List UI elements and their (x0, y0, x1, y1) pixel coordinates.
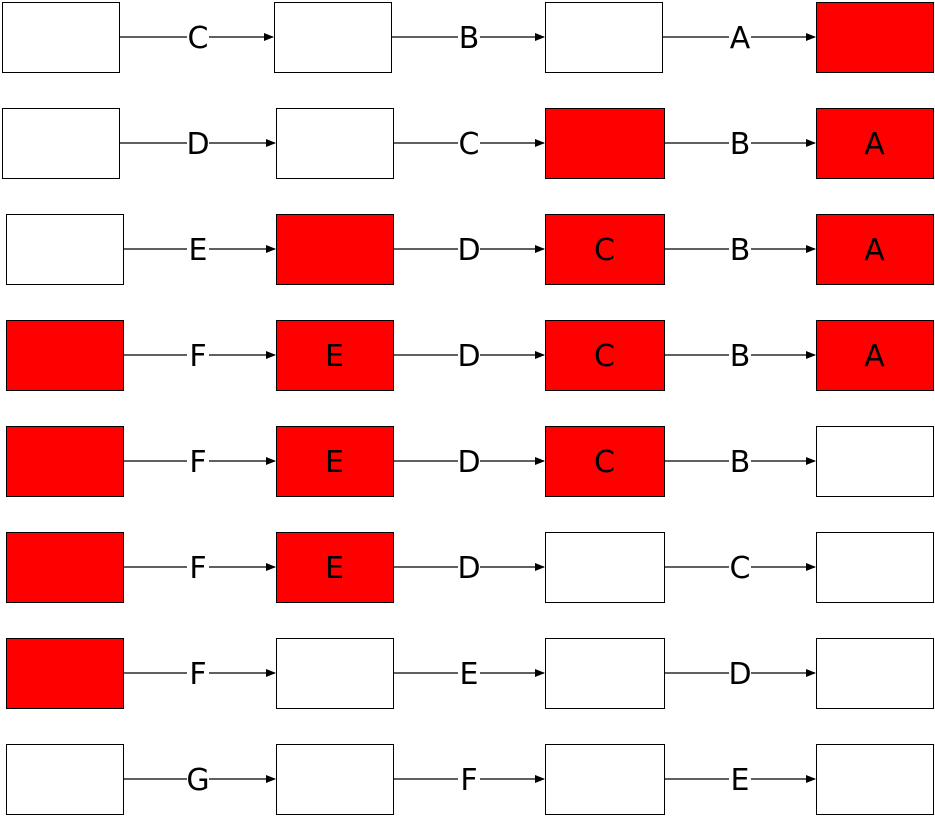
box-label: E (325, 551, 344, 586)
register-box-empty (545, 638, 665, 709)
register-box-empty (276, 638, 394, 709)
edge-label: B (730, 339, 751, 374)
register-box-empty (276, 744, 394, 815)
register-box-empty (2, 108, 120, 179)
edge-label-background (729, 447, 751, 475)
edge-label: F (189, 445, 206, 480)
edge-label-background (187, 129, 209, 157)
register-box-empty (545, 532, 665, 603)
edge-label: F (189, 657, 206, 692)
edge-label-background (458, 129, 480, 157)
box-label: C (594, 445, 615, 480)
edge-label: E (189, 233, 208, 268)
register-box-empty (2, 2, 120, 73)
edge-label: D (186, 127, 209, 162)
edge-label-background (729, 23, 751, 51)
edge-label-background (187, 659, 209, 687)
edge-label: D (457, 339, 480, 374)
register-box-filled (545, 108, 665, 179)
register-box-filled (276, 320, 394, 391)
edge-label-background (729, 553, 751, 581)
edge-label-background (729, 765, 751, 793)
register-box-empty (816, 744, 934, 815)
edge-label: D (457, 233, 480, 268)
edge-label: F (189, 339, 206, 374)
register-box-filled (816, 108, 934, 179)
edge-label: G (186, 763, 209, 798)
register-box-empty (545, 2, 663, 73)
box-label: E (325, 445, 344, 480)
edge-label: A (730, 21, 751, 56)
register-box-empty (274, 2, 392, 73)
register-box-filled (545, 320, 665, 391)
edge-label-background (187, 447, 209, 475)
register-box-filled (816, 320, 934, 391)
register-box-empty (816, 638, 934, 709)
edge-label-background (729, 341, 751, 369)
edge-label: D (457, 551, 480, 586)
register-box-filled (6, 320, 124, 391)
box-label: A (864, 339, 885, 374)
edge-label: D (728, 657, 751, 692)
register-box-filled (816, 214, 934, 285)
edge-label-background (458, 447, 480, 475)
edge-label-background (458, 765, 480, 793)
register-box-empty (816, 532, 934, 603)
edge-label: B (730, 445, 751, 480)
edge-label-background (187, 553, 209, 581)
edge-label: B (730, 233, 751, 268)
edge-label: C (459, 127, 480, 162)
edge-label: E (460, 657, 479, 692)
edge-label-background (187, 235, 209, 263)
edge-label-background (458, 341, 480, 369)
edge-label: F (460, 763, 477, 798)
edge-label-background (187, 341, 209, 369)
register-box-filled (816, 2, 934, 73)
edge-label-background (458, 659, 480, 687)
register-box-empty (545, 744, 665, 815)
register-box-filled (276, 214, 394, 285)
register-box-filled (6, 638, 124, 709)
box-label: A (864, 233, 885, 268)
edge-label: C (188, 21, 209, 56)
register-box-filled (545, 214, 665, 285)
box-label: E (325, 339, 344, 374)
register-box-filled (6, 532, 124, 603)
edge-label-background (729, 235, 751, 263)
edge-label: F (189, 551, 206, 586)
register-box-empty (6, 744, 124, 815)
edge-label-background (729, 659, 751, 687)
register-box-empty (276, 108, 394, 179)
edge-label-background (729, 129, 751, 157)
register-box-filled (6, 426, 124, 497)
register-box-filled (276, 426, 394, 497)
box-label: C (594, 339, 615, 374)
register-box-filled (276, 532, 394, 603)
edge-label: E (731, 763, 750, 798)
edge-label-background (458, 235, 480, 263)
box-label: A (864, 127, 885, 162)
edge-label: D (457, 445, 480, 480)
edge-label: B (730, 127, 751, 162)
edge-label: B (459, 21, 480, 56)
edge-label-background (458, 553, 480, 581)
edge-label-background (187, 23, 209, 51)
register-box-empty (816, 426, 934, 497)
edge-label-background (458, 23, 480, 51)
edge-label-background (187, 765, 209, 793)
register-box-filled (545, 426, 665, 497)
box-label: C (594, 233, 615, 268)
register-box-empty (6, 214, 124, 285)
edge-label: C (730, 551, 751, 586)
